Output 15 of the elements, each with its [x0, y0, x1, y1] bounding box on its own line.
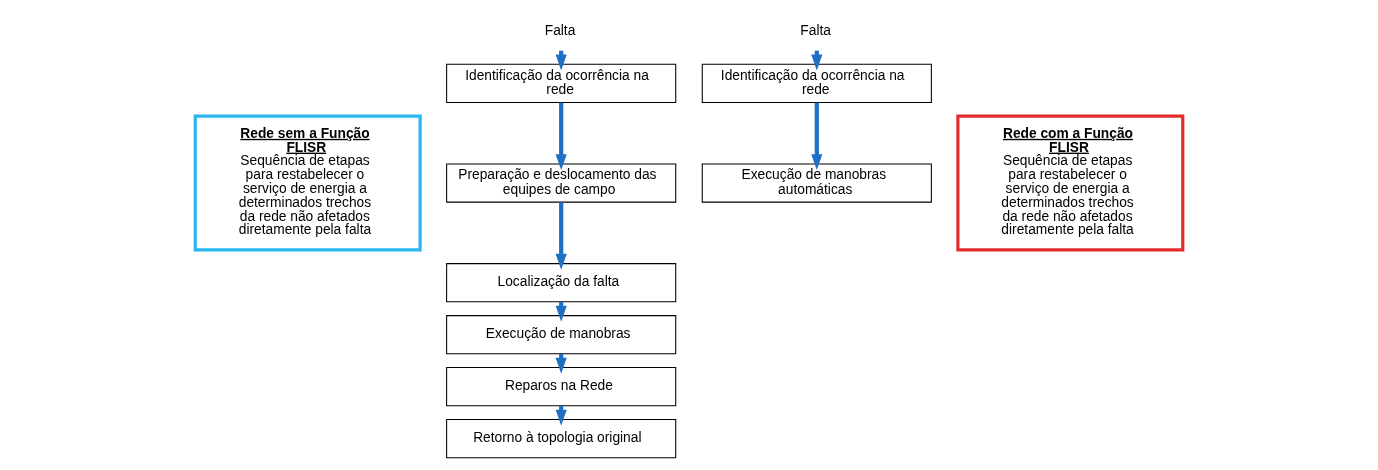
arrow — [811, 102, 823, 171]
node-box: Reparos na Rede — [446, 367, 677, 407]
node-box: Retorno à topologia original — [446, 419, 677, 459]
node-box: Preparação e deslocamento das equipes de campo — [446, 163, 677, 203]
node-box: Execução de manobras — [446, 315, 677, 355]
node-box: Rede sem a Função FLISR Sequência de etapas para restabelecer o serviço de energia a determinados trechos da rede não afetados diretamente pela falta — [193, 114, 422, 252]
node-box: Identificação da ocorrência na rede — [446, 63, 677, 103]
node-box: Execução de manobras automáticas — [701, 163, 932, 203]
node-box: Localização da falta — [446, 263, 677, 303]
node-text: Falta — [800, 22, 831, 38]
node-text: Falta — [544, 22, 576, 38]
node-box: Identificação da ocorrência na rede — [701, 63, 932, 103]
arrow — [555, 202, 567, 270]
arrow — [555, 102, 567, 171]
node-box: Rede com a Função FLISR Sequência de etapas para restabelecer o serviço de energia a determinados trechos da rede não afetados diretamente pela falta — [956, 114, 1185, 252]
